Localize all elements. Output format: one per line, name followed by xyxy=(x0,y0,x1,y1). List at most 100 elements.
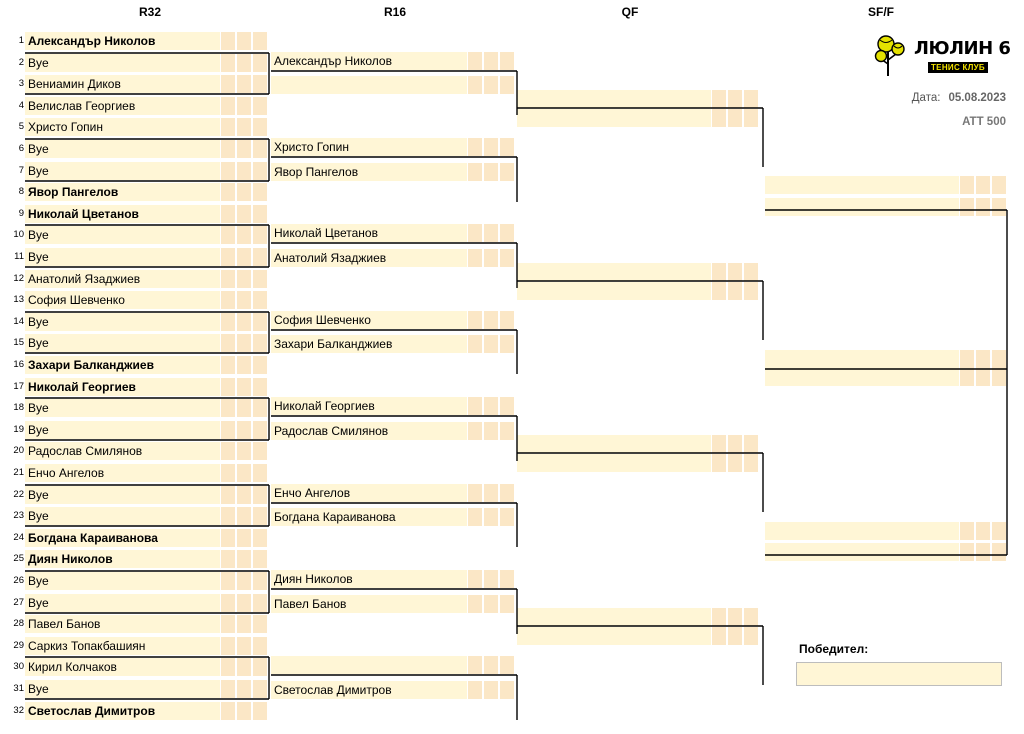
score-cell[interactable] xyxy=(253,248,267,266)
score-cell[interactable] xyxy=(253,378,267,396)
score-cell[interactable] xyxy=(468,76,482,94)
player-name-cell[interactable]: Христо Гопин xyxy=(25,118,220,136)
player-name-cell[interactable]: Bye xyxy=(25,680,220,698)
player-name-cell[interactable]: Александър Николов xyxy=(25,32,220,50)
score-cell[interactable] xyxy=(484,335,498,353)
player-name-cell[interactable]: Диян Николов xyxy=(25,550,220,568)
score-cell[interactable] xyxy=(728,608,742,626)
score-cell[interactable] xyxy=(744,282,758,300)
score-cell[interactable] xyxy=(712,454,726,472)
player-name-cell[interactable]: Саркиз Топакбашиян xyxy=(25,637,220,655)
player-name-cell[interactable]: Александър Николов xyxy=(271,52,467,70)
score-cell[interactable] xyxy=(500,484,514,502)
score-cell[interactable] xyxy=(237,32,251,50)
r16-row[interactable]: Захари Балканджиев xyxy=(0,335,1024,353)
score-cell[interactable] xyxy=(468,595,482,613)
score-cell[interactable] xyxy=(253,680,267,698)
score-cell[interactable] xyxy=(976,176,990,194)
score-cell[interactable] xyxy=(221,702,235,720)
score-cell[interactable] xyxy=(468,335,482,353)
player-name-cell[interactable] xyxy=(517,90,711,108)
player-name-cell[interactable] xyxy=(765,368,959,386)
score-cell[interactable] xyxy=(728,109,742,127)
score-cell[interactable] xyxy=(237,529,251,547)
player-name-cell[interactable]: Светослав Димитров xyxy=(271,681,467,699)
score-cell[interactable] xyxy=(976,522,990,540)
score-cell[interactable] xyxy=(237,550,251,568)
score-cell[interactable] xyxy=(484,508,498,526)
score-cell[interactable] xyxy=(253,615,267,633)
player-name-cell[interactable]: София Шевченко xyxy=(25,291,220,309)
sf-row[interactable] xyxy=(0,350,1024,368)
score-cell[interactable] xyxy=(221,421,235,439)
score-cell[interactable] xyxy=(221,334,235,352)
score-cell[interactable] xyxy=(712,627,726,645)
score-cell[interactable] xyxy=(221,32,235,50)
player-name-cell[interactable]: Bye xyxy=(25,507,220,525)
player-name-cell[interactable]: Явор Пангелов xyxy=(271,163,467,181)
score-cell[interactable] xyxy=(237,594,251,612)
score-cell[interactable] xyxy=(221,162,235,180)
score-cell[interactable] xyxy=(500,595,514,613)
score-cell[interactable] xyxy=(712,435,726,453)
score-cell[interactable] xyxy=(237,486,251,504)
score-cell[interactable] xyxy=(992,543,1006,561)
r16-row[interactable]: Радослав Смилянов xyxy=(0,422,1024,440)
player-name-cell[interactable]: Николай Цветанов xyxy=(271,224,467,242)
score-cell[interactable] xyxy=(992,350,1006,368)
score-cell[interactable] xyxy=(484,249,498,267)
score-cell[interactable] xyxy=(468,508,482,526)
score-cell[interactable] xyxy=(960,198,974,216)
score-cell[interactable] xyxy=(221,572,235,590)
sf-row[interactable] xyxy=(0,176,1024,194)
winner-field[interactable] xyxy=(796,662,1002,686)
score-cell[interactable] xyxy=(221,205,235,223)
player-name-cell[interactable]: Велислав Георгиев xyxy=(25,97,220,115)
score-cell[interactable] xyxy=(728,263,742,281)
score-cell[interactable] xyxy=(253,550,267,568)
score-cell[interactable] xyxy=(237,615,251,633)
r16-row[interactable]: Христо Гопин xyxy=(0,138,1024,156)
score-cell[interactable] xyxy=(484,570,498,588)
score-cell[interactable] xyxy=(253,75,267,93)
player-name-cell[interactable] xyxy=(765,543,959,561)
player-name-cell[interactable]: Bye xyxy=(25,54,220,72)
score-cell[interactable] xyxy=(253,226,267,244)
sf-row[interactable] xyxy=(0,522,1024,540)
score-cell[interactable] xyxy=(744,263,758,281)
player-name-cell[interactable] xyxy=(517,263,711,281)
score-cell[interactable] xyxy=(237,507,251,525)
score-cell[interactable] xyxy=(484,163,498,181)
score-cell[interactable] xyxy=(253,702,267,720)
score-cell[interactable] xyxy=(468,570,482,588)
player-name-cell[interactable]: Христо Гопин xyxy=(271,138,467,156)
score-cell[interactable] xyxy=(500,52,514,70)
score-cell[interactable] xyxy=(253,507,267,525)
score-cell[interactable] xyxy=(221,313,235,331)
score-cell[interactable] xyxy=(237,637,251,655)
score-cell[interactable] xyxy=(992,368,1006,386)
r16-row[interactable]: София Шевченко xyxy=(0,311,1024,329)
score-cell[interactable] xyxy=(237,572,251,590)
score-cell[interactable] xyxy=(237,162,251,180)
score-cell[interactable] xyxy=(221,658,235,676)
score-cell[interactable] xyxy=(468,681,482,699)
qf-row[interactable] xyxy=(0,282,1024,300)
score-cell[interactable] xyxy=(484,52,498,70)
score-cell[interactable] xyxy=(468,138,482,156)
score-cell[interactable] xyxy=(237,226,251,244)
score-cell[interactable] xyxy=(500,335,514,353)
score-cell[interactable] xyxy=(221,97,235,115)
score-cell[interactable] xyxy=(744,435,758,453)
score-cell[interactable] xyxy=(500,656,514,674)
qf-row[interactable] xyxy=(0,608,1024,626)
player-name-cell[interactable] xyxy=(517,435,711,453)
